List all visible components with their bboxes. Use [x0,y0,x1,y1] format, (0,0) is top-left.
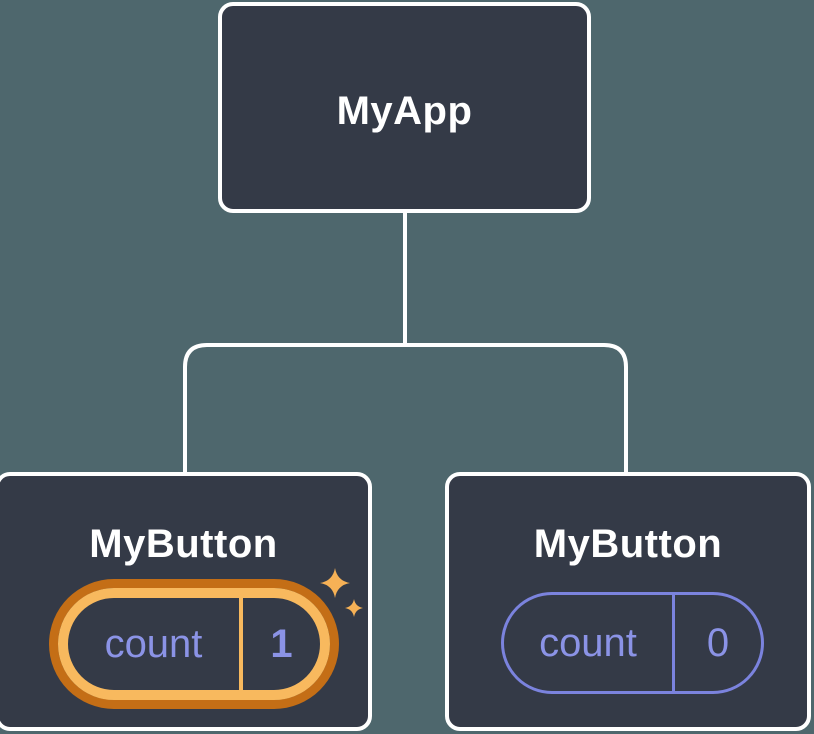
node-myapp: MyApp [218,2,591,213]
sparkle-icon [320,568,363,617]
node-mybutton-right-label: MyButton [533,522,723,566]
state-value: 0 [672,595,761,691]
sparkle-small [345,599,363,617]
node-mybutton-left: MyButton count 1 [0,472,372,731]
connector-branch [183,343,628,474]
state-pill-highlighted: count 1 [58,588,330,700]
node-myapp-label: MyApp [336,89,473,133]
state-value: 1 [239,598,320,690]
node-mybutton-left-label: MyButton [89,522,278,566]
sparkle-big [320,568,350,598]
state-pill-plain: count 0 [501,592,764,694]
node-mybutton-right: MyButton count 0 [445,472,811,731]
state-name: count [104,621,203,666]
state-name: count [539,620,637,665]
